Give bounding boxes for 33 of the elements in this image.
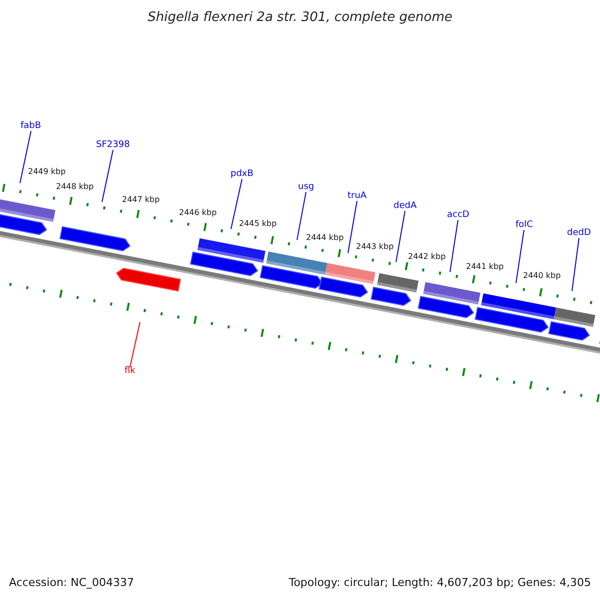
footer-text: Topology: circular; Length: 4,607,203 bp; Genes: 4,305 [288,577,591,588]
gene-label: truA [348,192,367,201]
leader-line [230,178,242,230]
scale-label: 2441 kbp [466,263,504,271]
scale-label: 2443 kbp [356,243,394,251]
gene-label: usg [298,183,314,192]
scale-label: 2442 kbp [408,253,446,261]
leader-line [130,322,140,368]
leader-line [348,200,358,254]
scale-label: 2448 kbp [56,183,94,191]
gene-label: pdxB [230,170,254,179]
gene-label: accD [447,211,470,220]
gene-label: flk [124,367,136,376]
leader-line [572,238,580,292]
scale-label: 2440 kbp [523,272,561,280]
gene-label: folC [516,221,533,230]
scale-label: 2444 kbp [306,234,344,242]
scale-label: 2449 kbp [28,168,66,176]
scale-label: 2447 kbp [122,196,160,204]
leader-line [516,230,524,284]
scale-label: 2446 kbp [179,209,217,217]
scale-label: 2445 kbp [239,220,277,228]
leader-line [396,210,406,262]
gene-label: dedA [394,202,417,211]
leader-line [450,220,458,272]
footer-text: Accession: NC_004337 [9,577,134,588]
gene-label: fabB [20,122,42,131]
leader-line [296,192,306,240]
gene-label: dedD [567,229,591,238]
leader-line [102,150,114,202]
leader-line [20,130,32,184]
title: Shigella flexneri 2a str. 301, complete genome [146,11,454,24]
gene-label: SF2398 [96,141,130,150]
